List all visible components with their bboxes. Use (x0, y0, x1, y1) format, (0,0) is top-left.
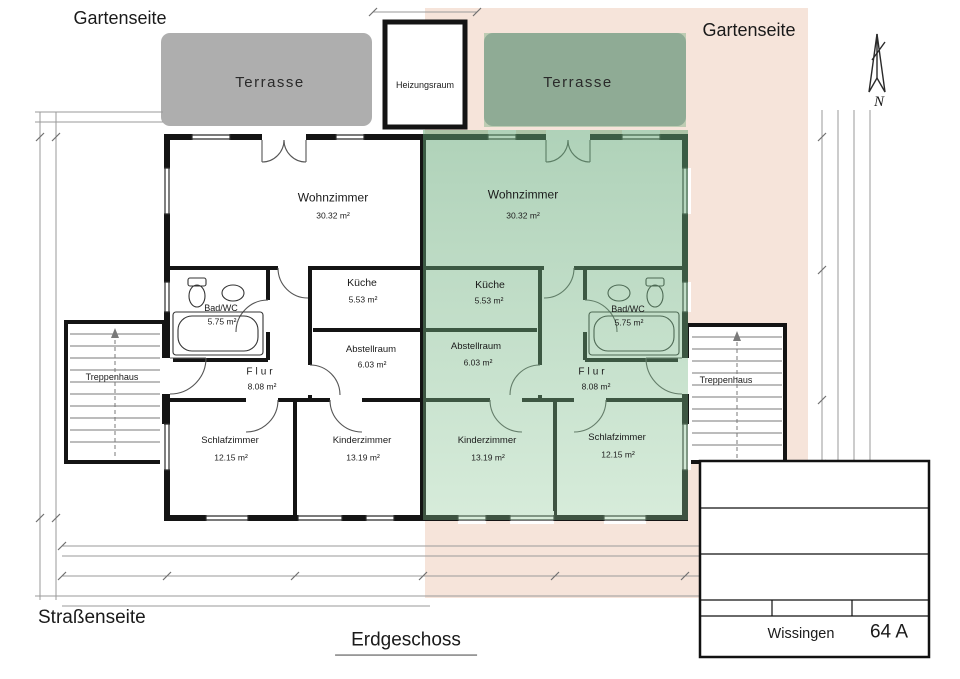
room-area-flur-left: 8.08 m² (247, 381, 277, 392)
stairs-left (70, 328, 160, 456)
heizungsraum-walls (382, 19, 468, 130)
room-label-flur-left: Flur (246, 366, 276, 378)
room-label-kueche-right: Küche (475, 279, 505, 292)
dimension-lines (35, 11, 871, 607)
bath-fixtures-left (172, 277, 264, 356)
terrace-left-slab (161, 33, 372, 126)
label-treppenhaus-left: Treppenhaus (85, 372, 139, 383)
stairs-right (692, 331, 782, 458)
room-label-abstellraum-left: Abstellraum (345, 343, 397, 355)
room-area-schlafzimmer-left: 12.15 m² (214, 452, 248, 463)
label-heizungsraum: Heizungsraum (395, 80, 455, 91)
room-label-flur-right: Flur (578, 366, 608, 378)
room-area-kinderzimmer-left: 13.19 m² (346, 452, 380, 463)
room-area-kinderzimmer-right: 13.19 m² (471, 452, 505, 463)
title-block-number: 64 A (869, 621, 909, 643)
room-label-abstellraum-right: Abstellraum (450, 340, 502, 352)
room-area-bad-right: 5.75 m² (614, 317, 644, 328)
room-label-wohnzimmer-left: Wohnzimmer (297, 190, 369, 205)
label-gartenseite-right: Gartenseite (702, 20, 796, 41)
room-area-abstellraum-left: 6.03 m² (357, 359, 387, 370)
room-area-kueche-right: 5.53 m² (474, 295, 504, 306)
label-terrasse-right: Terrasse (543, 73, 613, 91)
room-label-kinderzimmer-left: Kinderzimmer (332, 434, 392, 446)
room-label-bad-right: Bad/WC (611, 304, 645, 315)
terrace-right-slab (484, 33, 686, 126)
label-erdgeschoss: Erdgeschoss (335, 630, 477, 656)
room-area-flur-right: 8.08 m² (581, 381, 611, 392)
label-strassenseite: Straßenseite (38, 607, 146, 628)
room-label-wohnzimmer-right: Wohnzimmer (487, 187, 559, 202)
label-gartenseite-left: Gartenseite (73, 8, 167, 29)
stairwell-right-floor (687, 325, 785, 462)
compass-north-letter: N (873, 93, 885, 110)
room-label-kinderzimmer-right: Kinderzimmer (457, 434, 517, 446)
room-area-wohnzimmer-left: 30.32 m² (316, 210, 350, 221)
label-treppenhaus-right: Treppenhaus (699, 375, 753, 386)
room-area-wohnzimmer-right: 30.32 m² (506, 210, 540, 221)
room-label-schlafzimmer-left: Schlafzimmer (201, 434, 259, 446)
north-arrow-icon (868, 33, 886, 93)
room-area-kueche-left: 5.53 m² (348, 294, 378, 305)
room-label-schlafzimmer-right: Schlafzimmer (588, 431, 646, 443)
room-label-kueche-left: Küche (347, 277, 377, 290)
room-area-abstellraum-right: 6.03 m² (463, 357, 493, 368)
title-block-name: Wissingen (767, 626, 835, 643)
label-terrasse-left: Terrasse (235, 73, 305, 91)
heizungsraum-floor (385, 22, 465, 127)
room-label-bad-left: Bad/WC (204, 303, 238, 314)
room-area-bad-left: 5.75 m² (207, 316, 237, 327)
title-block (698, 459, 931, 659)
room-area-schlafzimmer-right: 12.15 m² (601, 449, 635, 460)
